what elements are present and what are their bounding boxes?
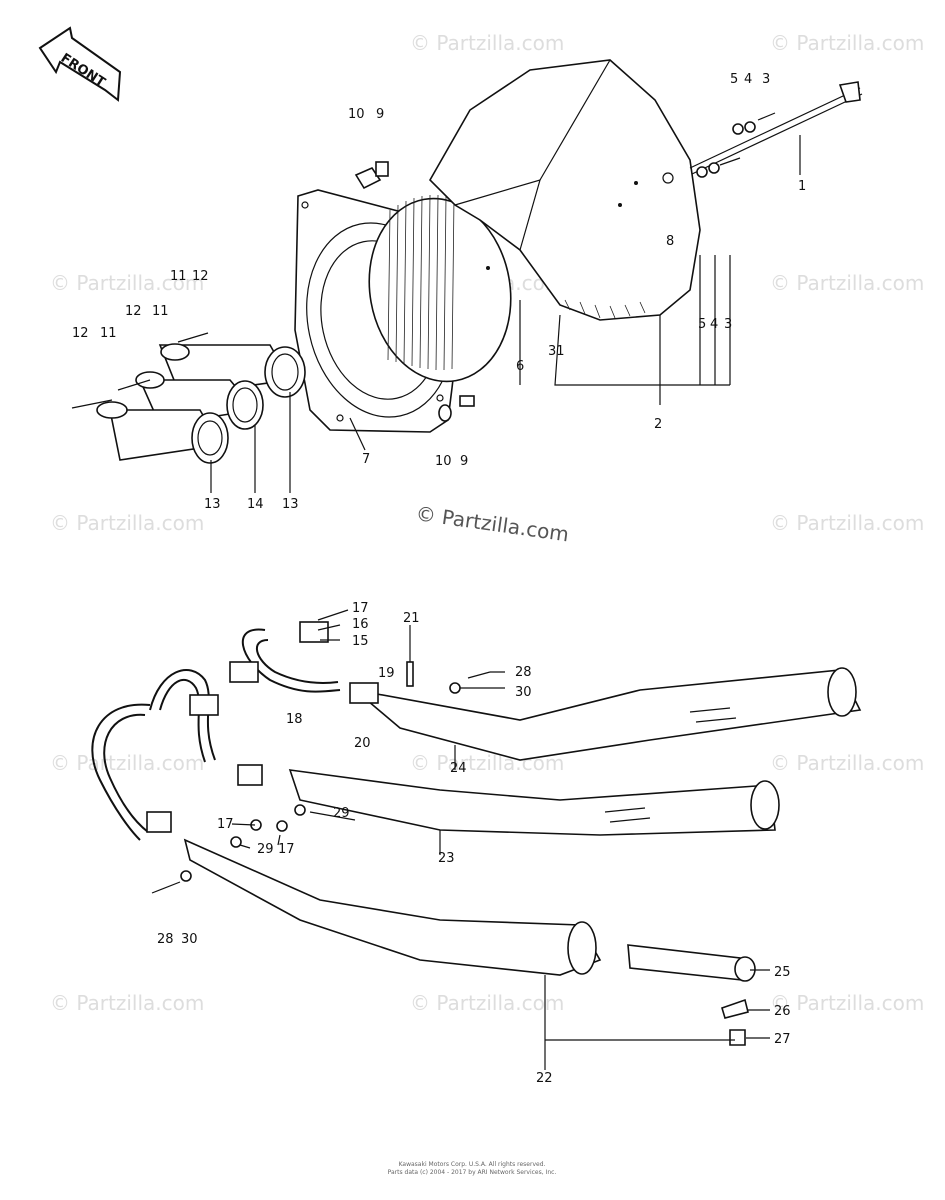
callout-11: 11 — [170, 269, 187, 284]
callout-6: 6 — [516, 359, 524, 374]
callout-27: 27 — [774, 1032, 791, 1047]
callout-17: 17 — [352, 601, 369, 616]
callout-11: 11 — [152, 304, 169, 319]
copyright-line-1: Kawasaki Motors Corp. U.S.A. All rights … — [399, 1161, 546, 1168]
callout-8: 8 — [666, 234, 674, 249]
callout-13: 13 — [204, 497, 221, 512]
callout-28: 28 — [157, 932, 174, 947]
callout-2: 2 — [654, 417, 662, 432]
callout-5: 5 — [698, 317, 706, 332]
callout-9: 9 — [460, 454, 468, 469]
callout-11: 11 — [100, 326, 117, 341]
callout-30: 30 — [181, 932, 198, 947]
callout-22: 22 — [536, 1071, 553, 1086]
callout-25: 25 — [774, 965, 791, 980]
filter-pleats — [387, 194, 455, 371]
callout-17: 17 — [278, 842, 295, 857]
callout-17: 17 — [217, 817, 234, 832]
front-label: FRONT — [58, 51, 108, 91]
watermark: © Partzilla.com — [770, 751, 924, 775]
callout-12: 12 — [72, 326, 89, 341]
callout-3: 3 — [724, 317, 732, 332]
center-watermark: © Partzilla.com — [414, 501, 570, 546]
copyright-footer: Kawasaki Motors Corp. U.S.A. All rights … — [388, 1161, 557, 1176]
callout-12: 12 — [125, 304, 142, 319]
callout-21: 21 — [403, 611, 420, 626]
watermark: © Partzilla.com — [410, 31, 564, 55]
callout-31: 31 — [548, 344, 565, 359]
callout-1: 1 — [798, 179, 806, 194]
callout-29: 29 — [257, 842, 274, 857]
watermark: © Partzilla.com — [50, 751, 204, 775]
watermark: © Partzilla.com — [770, 271, 924, 295]
callout-4: 4 — [744, 72, 752, 87]
callouts: 1 2 5 4 3 5 4 3 6 31 7 8 10 9 10 9 11 12… — [72, 72, 806, 1086]
callout-10: 10 — [348, 107, 365, 122]
watermark: © Partzilla.com — [770, 991, 924, 1015]
watermark: © Partzilla.com — [50, 991, 204, 1015]
callout-16: 16 — [352, 617, 369, 632]
exhaust-pipes — [91, 609, 862, 1070]
callout-15: 15 — [352, 634, 369, 649]
callout-29: 29 — [333, 806, 350, 821]
air-cleaner-housing — [294, 59, 863, 451]
callout-28: 28 — [515, 665, 532, 680]
watermark: © Partzilla.com — [410, 991, 564, 1015]
callout-14: 14 — [247, 497, 264, 512]
callout-9: 9 — [376, 107, 384, 122]
callout-3: 3 — [762, 72, 770, 87]
watermark: © Partzilla.com — [770, 31, 924, 55]
watermark: © Partzilla.com — [770, 511, 924, 535]
callout-20: 20 — [354, 736, 371, 751]
callout-24: 24 — [450, 761, 467, 776]
callout-18: 18 — [286, 712, 303, 727]
callout-5: 5 — [730, 72, 738, 87]
copyright-line-2: Parts data (c) 2004 - 2017 by ARI Networ… — [388, 1169, 557, 1176]
watermark: © Partzilla.com — [50, 511, 204, 535]
intake-boots — [71, 332, 306, 493]
callout-13: 13 — [282, 497, 299, 512]
front-arrow-icon: FRONT — [38, 26, 122, 102]
callout-10: 10 — [435, 454, 452, 469]
callout-30: 30 — [515, 685, 532, 700]
watermark: © Partzilla.com — [50, 271, 204, 295]
callout-19: 19 — [378, 666, 395, 681]
callout-7: 7 — [362, 452, 370, 467]
callout-12: 12 — [192, 269, 209, 284]
callout-23: 23 — [438, 851, 455, 866]
callout-4: 4 — [710, 317, 718, 332]
callout-26: 26 — [774, 1004, 791, 1019]
